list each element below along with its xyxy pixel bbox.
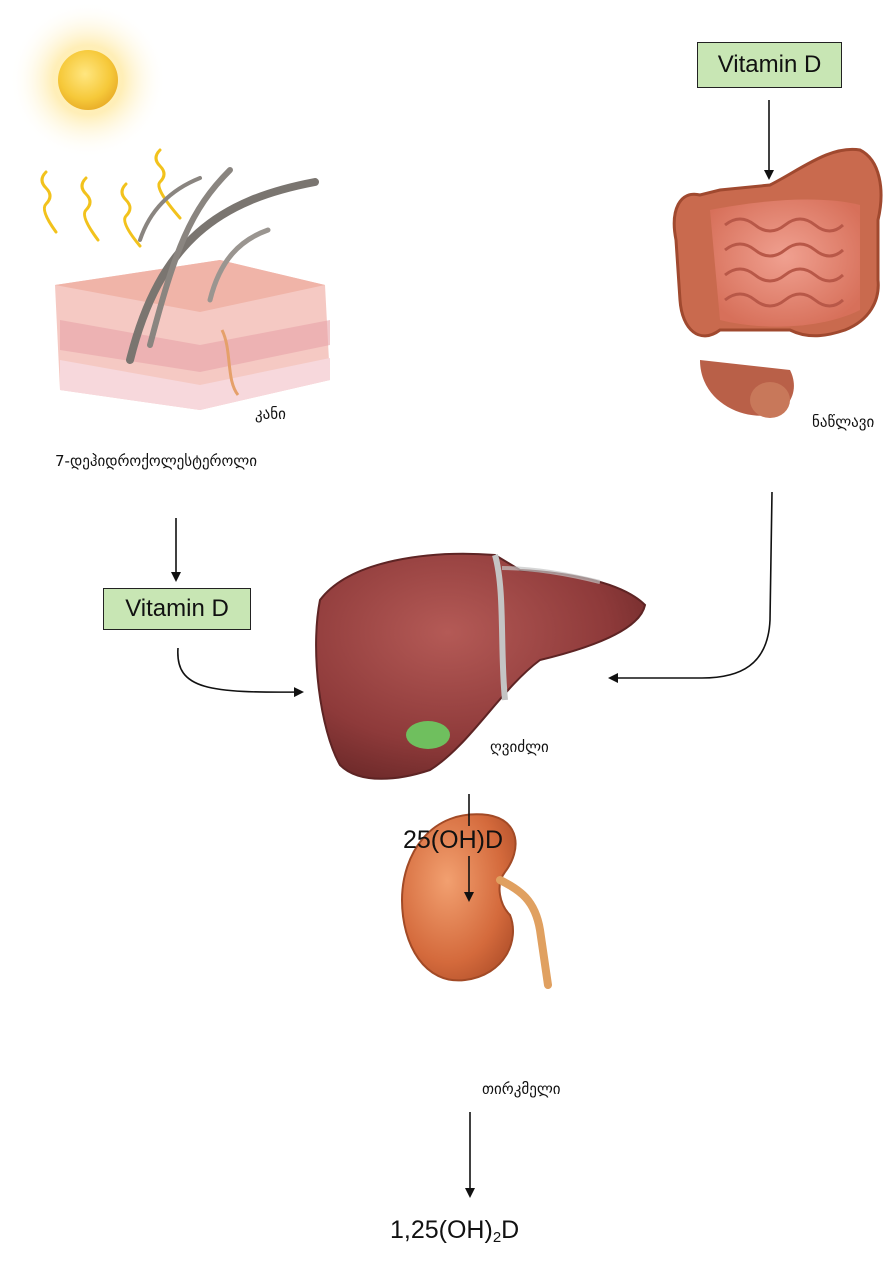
sun-rays-icon	[42, 150, 180, 246]
calcitriol-label: 1,25(OH)2D	[390, 1216, 519, 1246]
dehydrocholesterol-label: 7-დეჰიდროქოლესტეროლი	[55, 452, 257, 470]
vitamin-d-label: Vitamin D	[718, 51, 822, 78]
arrow-vitamin-d-to-liver	[178, 648, 302, 692]
kidney-label: თირკმელი	[482, 1080, 561, 1098]
vitamin-d-label: Vitamin D	[125, 595, 229, 622]
vitamin-d-box-intestine: Vitamin D	[697, 42, 842, 88]
calcitriol-subscript: 2	[493, 1229, 501, 1246]
intestine-label: ნაწლავი	[812, 413, 874, 431]
liver-illustration	[316, 554, 645, 779]
skin-label: კანი	[255, 405, 286, 423]
calcidiol-label: 25(OH)D	[403, 826, 503, 855]
sun-icon	[10, 2, 166, 158]
calcitriol-suffix: D	[501, 1216, 519, 1244]
liver-label: ღვიძლი	[490, 738, 549, 756]
vitamin-d-box-skin: Vitamin D	[103, 588, 251, 630]
skin-illustration	[55, 170, 330, 410]
calcitriol-prefix: 1,25(OH)	[390, 1216, 493, 1244]
intestine-illustration	[674, 149, 881, 418]
arrow-intestine-to-liver	[610, 492, 772, 678]
